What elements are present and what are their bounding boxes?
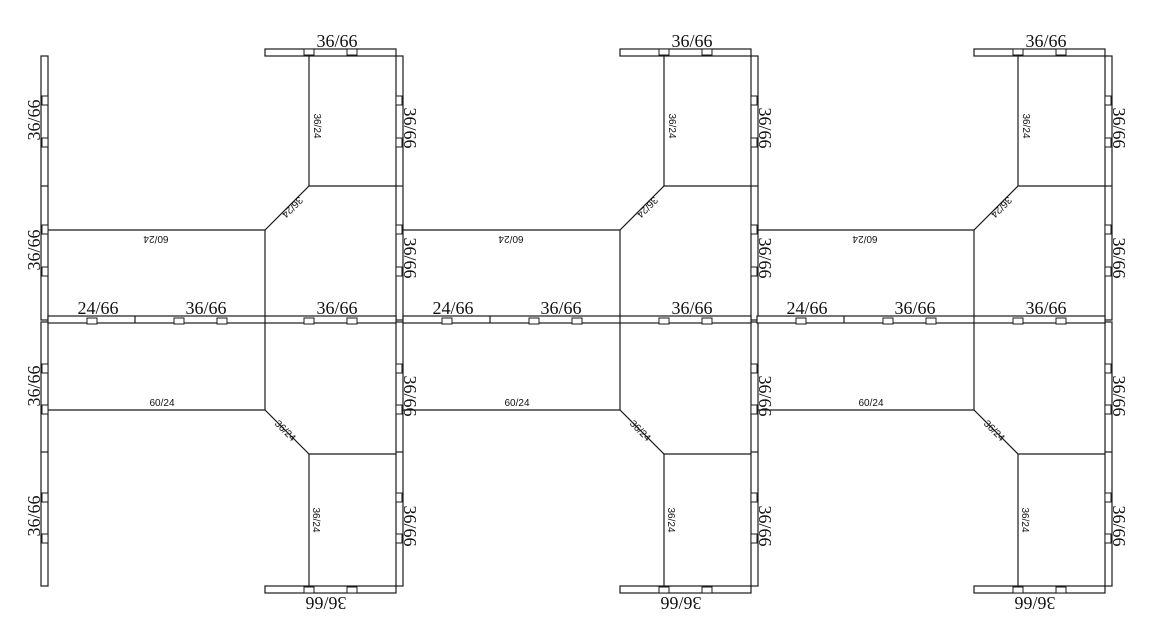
lower-desk-label: 60/24	[149, 398, 174, 409]
module-structure	[47, 48, 404, 594]
lower-corner-label: 36/24	[981, 418, 1007, 444]
upper-desk-label: 60/24	[143, 233, 168, 244]
right-panel-label-1: 36/66	[400, 107, 420, 148]
lower-return-label: 36/24	[665, 507, 676, 532]
module-labels: 36/66 36/66 24/66 36/66 36/66 36/66 36/6…	[786, 31, 1129, 613]
spine-label-24-66: 24/66	[77, 298, 118, 318]
lower-corner-label: 36/24	[627, 418, 653, 444]
spine-label-36-66-b: 36/66	[1025, 298, 1066, 318]
right-panel-label-2: 36/66	[1109, 237, 1129, 278]
left-panel-label-2: 36/66	[24, 229, 44, 270]
upper-corner-label: 36/24	[988, 194, 1014, 220]
upper-desk-label: 60/24	[852, 233, 877, 244]
upper-corner-label: 36/24	[279, 194, 305, 220]
upper-return-label: 36/24	[666, 113, 677, 138]
right-panel-label-1: 36/66	[755, 107, 775, 148]
lower-return-label: 36/24	[310, 507, 321, 532]
upper-desk-label: 60/24	[498, 233, 523, 244]
module-labels: 36/66 36/66 24/66 36/66 36/66 36/66 36/6…	[432, 31, 775, 613]
spine-label-36-66-a: 36/66	[185, 298, 226, 318]
right-panel-label-1: 36/66	[1109, 107, 1129, 148]
workstation-module-3: 36/66 36/66 24/66 36/66 36/66 36/66 36/6…	[756, 31, 1129, 613]
spine-label-24-66: 24/66	[786, 298, 827, 318]
upper-return-label: 36/24	[311, 113, 322, 138]
right-panel-label-2: 36/66	[755, 237, 775, 278]
lower-desk-label: 60/24	[504, 398, 529, 409]
lower-desk-label: 60/24	[858, 398, 883, 409]
right-panel-label-4: 36/66	[1109, 505, 1129, 546]
upper-corner-label: 36/24	[634, 194, 660, 220]
spine-label-36-66-a: 36/66	[894, 298, 935, 318]
right-panel-label-4: 36/66	[755, 505, 775, 546]
spine-label-36-66-b: 36/66	[316, 298, 357, 318]
module-structure	[402, 48, 759, 594]
top-panel-label: 36/66	[671, 31, 712, 51]
right-panel-label-2: 36/66	[400, 237, 420, 278]
right-panel-label-3: 36/66	[755, 375, 775, 416]
top-panel-label: 36/66	[316, 31, 357, 51]
left-panel-label-1: 36/66	[24, 99, 44, 140]
bottom-panel-label: 36/66	[305, 593, 346, 613]
lower-corner-label: 36/24	[272, 418, 298, 444]
bottom-panel-label: 36/66	[1014, 593, 1055, 613]
upper-return-label: 36/24	[1020, 113, 1031, 138]
bottom-panel-label: 36/66	[660, 593, 701, 613]
workstation-module-1: 36/66 36/66 24/66 36/66 36/66 36/66 36/6…	[47, 31, 420, 613]
top-panel-label: 36/66	[1025, 31, 1066, 51]
spine-label-36-66-b: 36/66	[671, 298, 712, 318]
module-structure	[756, 48, 1113, 594]
left-end-partition: 36/66 36/66 36/66 36/66	[24, 55, 49, 587]
right-panel-label-4: 36/66	[400, 505, 420, 546]
spine-label-24-66: 24/66	[432, 298, 473, 318]
workstation-module-2: 36/66 36/66 24/66 36/66 36/66 36/66 36/6…	[402, 31, 775, 613]
right-panel-label-3: 36/66	[1109, 375, 1129, 416]
module-labels: 36/66 36/66 24/66 36/66 36/66 36/66 36/6…	[77, 31, 420, 613]
left-panel-label-3: 36/66	[24, 365, 44, 406]
spine-label-36-66-a: 36/66	[540, 298, 581, 318]
right-panel-label-3: 36/66	[400, 375, 420, 416]
left-panel-label-4: 36/66	[24, 495, 44, 536]
lower-return-label: 36/24	[1019, 507, 1030, 532]
